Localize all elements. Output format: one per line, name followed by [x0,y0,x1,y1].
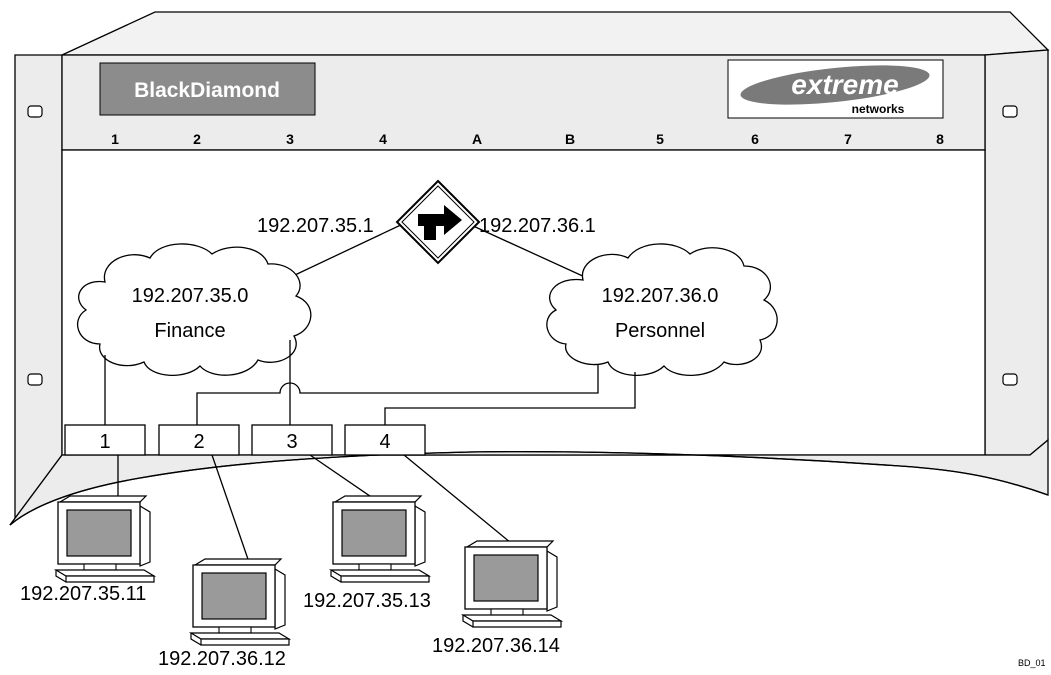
host-ip-label: 192.207.36.12 [158,648,286,670]
finance-network-name: Finance [154,320,225,342]
wire-personnel-port2 [196,365,599,425]
mounting-hole [1002,105,1018,118]
vlan-wiring [104,340,636,425]
slot-label: 2 [193,131,201,147]
host-ip-label: 192.207.35.11 [20,583,146,605]
link-router-finance [277,222,406,284]
cloud-shape [76,243,312,377]
finance-cloud: 192.207.35.0 Finance [76,243,312,377]
port-box [158,424,240,456]
router-diamond-inner [401,185,475,259]
computer-icon [188,558,292,646]
host-ip-label: 192.207.36.14 [432,635,560,657]
port-label: 2 [193,431,204,453]
finance-network-address: 192.207.35.0 [132,285,249,307]
router-left-ip: 192.207.35.1 [257,215,374,237]
monitor-screen [201,572,267,620]
chassis-left-ear [9,54,63,526]
router-links [277,222,599,284]
personnel-network-address: 192.207.36.0 [602,285,719,307]
monitor-screen [341,509,407,557]
cable-port2-host2 [211,454,251,566]
personnel-network-name: Personnel [615,320,705,342]
slot-labels: 1 2 3 4 A B 5 6 7 8 [111,131,944,147]
slot-label: 3 [286,131,294,147]
slot-label: 1 [111,131,119,147]
chassis-top [61,11,1050,56]
slot-label: A [472,131,482,147]
port-row: 1 2 3 4 [64,424,426,456]
mounting-hole [27,373,43,386]
cloud-shape [546,243,778,377]
port-box [344,424,426,456]
host-computers [53,495,564,646]
networks-logo-text: networks [852,102,905,116]
figure-id: BD_01 [1018,658,1046,668]
blackdiamond-logo-text: BlackDiamond [134,79,280,102]
host-ip-label: 192.207.35.13 [303,590,431,612]
slot-label: B [565,131,575,147]
port-4[interactable]: 4 [344,424,426,456]
port-box [64,424,146,456]
router-icon [418,205,462,240]
monitor-screen [66,509,132,557]
slot-label: 8 [936,131,944,147]
slot-label: 7 [844,131,852,147]
slot-label: 5 [656,131,664,147]
port-label: 4 [379,431,390,453]
cable-port4-host4 [403,454,523,553]
port-3[interactable]: 3 [251,424,333,456]
chassis-wave-edge [9,450,1049,526]
personnel-cloud: 192.207.36.0 Personnel [546,243,778,377]
mounting-holes [27,105,1018,386]
slot-label: 4 [379,131,387,147]
router-right-ip: 192.207.36.1 [479,215,596,237]
port-box [251,424,333,456]
mounting-hole [27,105,43,118]
extreme-logo-text: extreme [791,69,898,100]
wire-personnel-port4 [384,372,636,425]
computer-icon [328,495,432,583]
port-1[interactable]: 1 [64,424,146,456]
blackdiamond-logo: BlackDiamond [99,62,316,116]
extreme-networks-logo: extreme networks [727,59,944,119]
mounting-hole [1002,373,1018,386]
computer-icon [53,495,157,583]
slot-label: 6 [751,131,759,147]
monitor-screen [473,554,539,602]
link-router-personnel [470,224,599,284]
port-label: 1 [99,431,110,453]
port-2[interactable]: 2 [158,424,240,456]
computer-icon [460,540,564,628]
port-label: 3 [286,431,297,453]
router [395,179,481,265]
